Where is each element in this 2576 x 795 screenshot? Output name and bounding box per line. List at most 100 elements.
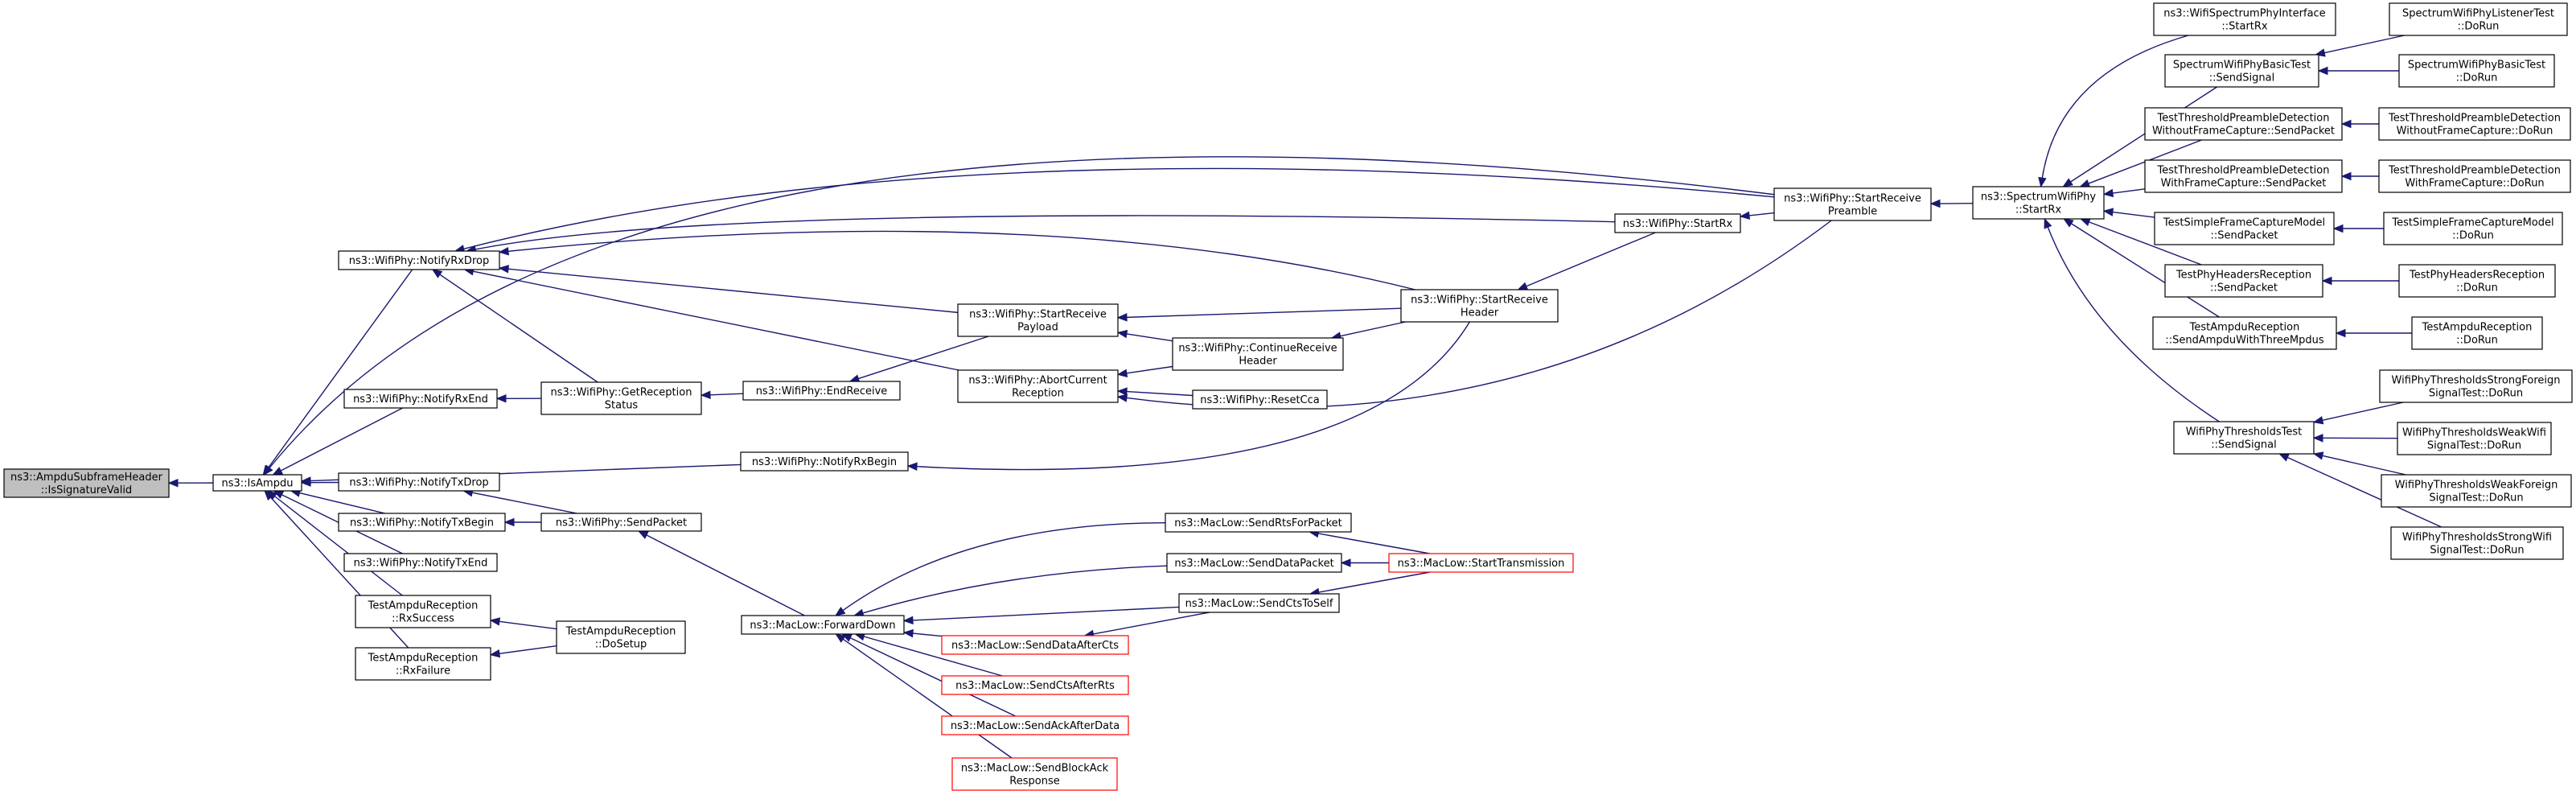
node-label-line: ns3::WifiPhy::SendPacket xyxy=(556,517,687,529)
node-box xyxy=(343,553,498,572)
node-notifyrxend[interactable]: ns3::WifiPhy::NotifyRxEnd xyxy=(343,389,498,409)
arrowhead-capturesendpacket xyxy=(2340,171,2352,181)
node-label-line: ns3::WifiPhy::AbortCurrent xyxy=(968,375,1107,387)
node-label-line: ns3::WifiPhy::StartReceive xyxy=(1784,193,1921,205)
node-label-line: TestThresholdPreambleDetection xyxy=(2388,165,2561,177)
node-box xyxy=(1614,213,1741,233)
edge-capturesendpacket-to-spectrumstartrx xyxy=(2112,188,2146,194)
node-notifytxdrop[interactable]: ns3::WifiPhy::NotifyTxDrop xyxy=(338,472,500,492)
edge-continuereceiveheader-to-startreceivepayload xyxy=(1126,333,1173,342)
node-label-line: Response xyxy=(1009,776,1059,788)
node-strongforeign[interactable]: WifiPhyThresholdsStrongForeignSignalTest… xyxy=(2379,369,2573,403)
node-label-line: ::DoRun xyxy=(2458,21,2500,33)
node-box xyxy=(556,620,686,654)
node-box xyxy=(343,389,498,409)
node-box xyxy=(2379,369,2573,403)
arrowhead-forwarddown xyxy=(835,633,846,643)
node-box xyxy=(2398,54,2555,88)
arrowhead-notifyrxdrop xyxy=(498,247,509,256)
node-label-line: ns3::WifiPhy::ContinueReceive xyxy=(1178,343,1337,355)
arrowhead-spectrumstartrx xyxy=(2102,188,2114,198)
node-headerdorun[interactable]: TestPhyHeadersReception::DoRun xyxy=(2398,264,2556,298)
node-box xyxy=(338,250,500,270)
node-startrx[interactable]: ns3::WifiPhy::StartRx xyxy=(1614,213,1741,233)
node-senddatapacket[interactable]: ns3::MacLow::SendDataPacket xyxy=(1166,553,1342,573)
arrowhead-spectrumstartrx xyxy=(2044,217,2052,229)
node-box xyxy=(2389,2,2568,36)
node-starttransmission[interactable]: ns3::MacLow::StartTransmission xyxy=(1388,553,1574,573)
node-thresholdssendsignal[interactable]: WifiPhyThresholdsTest::SendSignal xyxy=(2173,421,2315,455)
node-root[interactable]: ns3::AmpduSubframeHeader::IsSignatureVal… xyxy=(3,468,170,498)
node-resetcca[interactable]: ns3::WifiPhy::ResetCca xyxy=(1192,389,1328,410)
node-label-line: ::DoRun xyxy=(2456,282,2498,295)
node-label-line: ns3::MacLow::SendAckAfterData xyxy=(951,720,1120,732)
node-notifyrxbegin[interactable]: ns3::WifiPhy::NotifyRxBegin xyxy=(740,451,909,472)
edge-notifyrxdrop-to-isampdu xyxy=(268,269,413,468)
node-simplecapturedorun[interactable]: TestSimpleFrameCaptureModel::DoRun xyxy=(2383,212,2563,245)
node-label-line: TestAmpduReception xyxy=(2422,322,2533,334)
node-spectrumbasicsendsignal[interactable]: SpectrumWifiPhyBasicTest::SendSignal xyxy=(2164,54,2319,88)
node-label-line: ns3::MacLow::SendDataAfterCts xyxy=(951,640,1119,652)
node-basicdorun[interactable]: SpectrumWifiPhyBasicTest::DoRun xyxy=(2398,54,2555,88)
node-ampdusend[interactable]: TestAmpduReception::SendAmpduWithThreeMp… xyxy=(2152,316,2337,350)
node-sendackafterdata[interactable]: ns3::MacLow::SendAckAfterData xyxy=(941,715,1129,735)
node-box xyxy=(941,635,1129,655)
node-endreceive[interactable]: ns3::WifiPhy::EndReceive xyxy=(742,381,901,401)
node-notifytxend[interactable]: ns3::WifiPhy::NotifyTxEnd xyxy=(343,553,498,572)
node-wifispectrumphyinterface[interactable]: ns3::WifiSpectrumPhyInterface::StartRx xyxy=(2153,2,2336,36)
node-ampdudorun[interactable]: TestAmpduReception::DoRun xyxy=(2411,316,2543,350)
node-label-line: SignalTest::DoRun xyxy=(2427,440,2521,452)
node-box xyxy=(1773,187,1932,221)
node-listenerdorun[interactable]: SpectrumWifiPhyListenerTest::DoRun xyxy=(2389,2,2568,36)
node-label-line: WifiPhyThresholdsStrongForeign xyxy=(2392,375,2561,387)
edge-headersendpacket-to-spectrumstartrx xyxy=(2089,221,2202,266)
node-nocapturedorun[interactable]: TestThresholdPreambleDetectionWithoutFra… xyxy=(2378,107,2571,141)
node-box xyxy=(957,369,1119,403)
node-sendpacket[interactable]: ns3::WifiPhy::SendPacket xyxy=(540,513,702,532)
node-simplecapturesendpacket[interactable]: TestSimpleFrameCaptureModel::SendPacket xyxy=(2154,212,2335,245)
node-isampdu[interactable]: ns3::IsAmpdu xyxy=(212,474,302,492)
node-rxsuccess[interactable]: TestAmpduReception::RxSuccess xyxy=(355,595,491,628)
node-label-line: ::SendAmpduWithThreeMpdus xyxy=(2165,335,2324,347)
edge-startrx-to-notifyrxdrop xyxy=(475,215,1616,250)
node-headersendpacket[interactable]: TestPhyHeadersReception::SendPacket xyxy=(2164,264,2323,298)
node-sendctstoself[interactable]: ns3::MacLow::SendCtsToSelf xyxy=(1178,593,1340,613)
node-weakwifi[interactable]: WifiPhyThresholdsWeakWifiSignalTest::DoR… xyxy=(2397,422,2552,455)
node-senddataafterctS[interactable]: ns3::MacLow::SendDataAfterCts xyxy=(941,635,1129,655)
node-label-line: TestPhyHeadersReception xyxy=(2409,270,2545,282)
node-sendctsafterrts[interactable]: ns3::MacLow::SendCtsAfterRts xyxy=(941,675,1129,695)
node-notifytxbegin[interactable]: ns3::WifiPhy::NotifyTxBegin xyxy=(338,513,506,532)
arrowhead-spectrumbasicsendsignal xyxy=(2317,66,2328,76)
node-sendrtsforpacket[interactable]: ns3::MacLow::SendRtsForPacket xyxy=(1165,513,1352,533)
node-weakforeign[interactable]: WifiPhyThresholdsWeakForeignSignalTest::… xyxy=(2381,474,2572,508)
node-forwarddown[interactable]: ns3::MacLow::ForwardDown xyxy=(741,615,905,635)
node-box xyxy=(2378,159,2571,193)
arrowhead-notifyrxend xyxy=(495,394,507,403)
node-rxfailure[interactable]: TestAmpduReception::RxFailure xyxy=(355,647,491,681)
node-label-line: ::DoRun xyxy=(2456,335,2498,347)
node-label-line: WifiPhyThresholdsWeakWifi xyxy=(2402,427,2546,439)
node-nocapturesendpacket[interactable]: TestThresholdPreambleDetectionWithoutFra… xyxy=(2144,107,2343,141)
node-spectrumstartrx[interactable]: ns3::SpectrumWifiPhy::StartRx xyxy=(1972,186,2105,220)
node-label-line: ns3::WifiPhy::NotifyRxBegin xyxy=(752,456,897,468)
node-capturesendpacket[interactable]: TestThresholdPreambleDetectionWithFrameC… xyxy=(2144,159,2343,193)
node-notifyrxdrop[interactable]: ns3::WifiPhy::NotifyRxDrop xyxy=(338,250,500,270)
edge-listenerdorun-to-spectrumbasicsendsignal xyxy=(2323,35,2405,54)
edge-startreceivepreamble-to-startrx xyxy=(1748,212,1775,216)
arrowhead-forwarddown xyxy=(902,628,914,638)
edge-abortcurrentreception-to-notifyrxdrop xyxy=(473,270,959,371)
node-label-line: ns3::AmpduSubframeHeader xyxy=(10,472,163,484)
node-capturedorun[interactable]: TestThresholdPreambleDetectionWithFrameC… xyxy=(2378,159,2571,193)
node-strongwifi[interactable]: WifiPhyThresholdsStrongWifiSignalTest::D… xyxy=(2390,526,2564,560)
node-dosetup[interactable]: TestAmpduReception::DoSetup xyxy=(556,620,686,654)
arrowhead-rxsuccess xyxy=(489,617,501,626)
arrowhead-notifyrxdrop xyxy=(498,265,509,274)
node-label-line: ns3::WifiPhy::GetReception xyxy=(551,387,692,399)
